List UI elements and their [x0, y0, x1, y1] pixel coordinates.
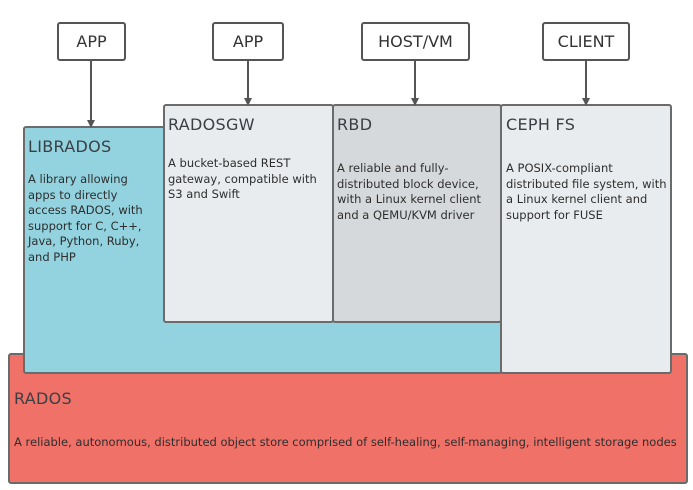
host-vm-box: HOST/VM	[361, 22, 470, 61]
rbd-description: A reliable and fully-distributed block d…	[337, 161, 482, 222]
rados-description: A reliable, autonomous, distributed obje…	[14, 435, 677, 449]
client-box: CLIENT	[542, 22, 630, 61]
app-box-2: APP	[212, 22, 284, 61]
radosgw-description: A bucket-based REST gateway, compatible …	[168, 156, 317, 201]
radosgw-title: RADOSGW	[168, 115, 255, 134]
rbd-title: RBD	[337, 115, 373, 134]
radosgw-layer: RADOSGW A bucket-based REST gateway, com…	[163, 104, 334, 323]
app-box-1: APP	[57, 22, 126, 61]
librados-title: LIBRADOS	[28, 137, 112, 156]
librados-description: A library allowing apps to directly acce…	[28, 172, 143, 264]
cephfs-title: CEPH FS	[506, 115, 576, 134]
cephfs-description: A POSIX-compliant distributed file syste…	[506, 161, 667, 222]
rados-title: RADOS	[14, 389, 72, 408]
rados-layer: RADOS A reliable, autonomous, distribute…	[8, 353, 688, 484]
